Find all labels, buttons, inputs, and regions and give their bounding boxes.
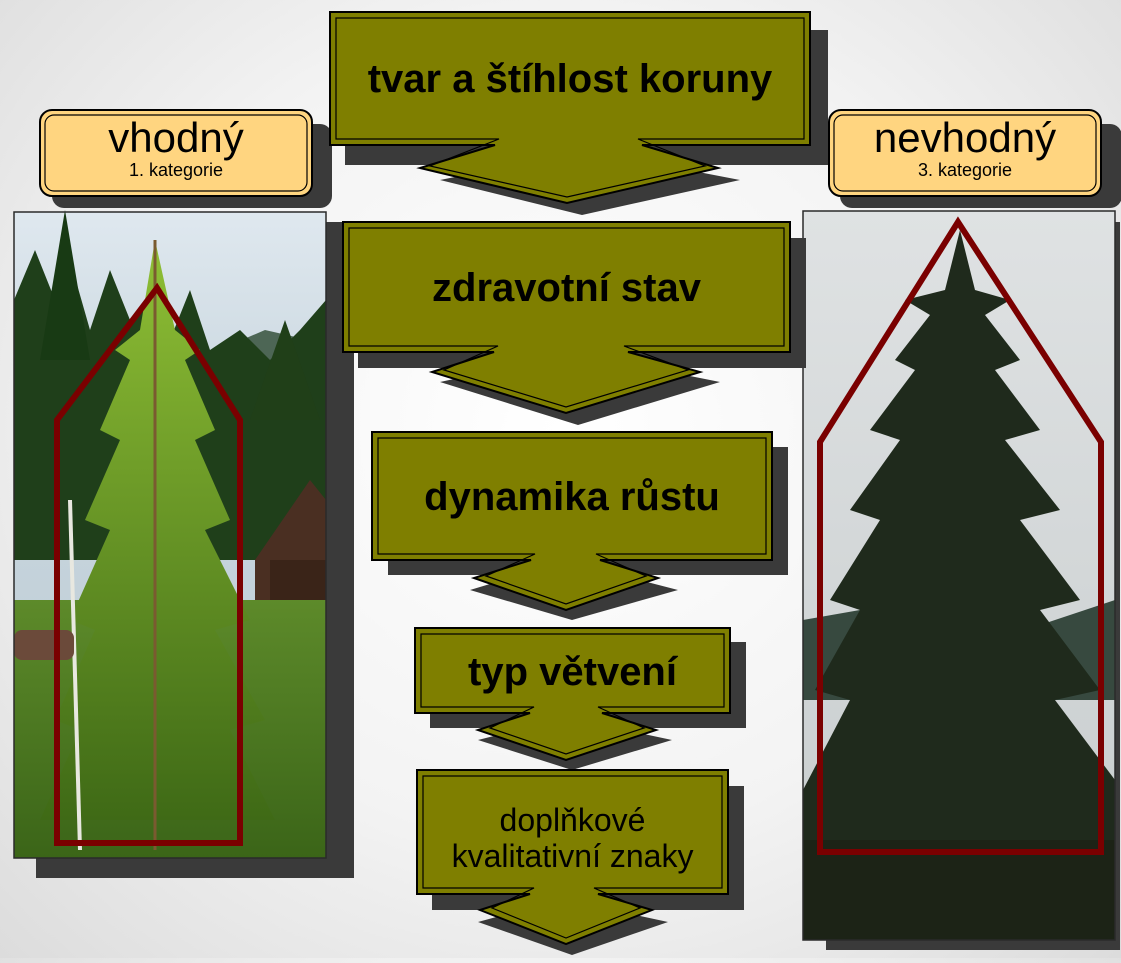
step-2-label: zdravotní stav [432, 265, 701, 310]
step-3-label: dynamika růstu [424, 474, 720, 519]
step-1-label: tvar a štíhlost koruny [367, 56, 773, 101]
left-label-title: vhodný [108, 114, 244, 161]
right-crown-outline [817, 216, 1104, 855]
step-5-shape [416, 769, 744, 955]
left-label: vhodný 1. kategorie [40, 114, 312, 181]
right-label-box [828, 109, 1121, 208]
right-label-subtitle: 3. kategorie [917, 160, 1013, 180]
right-label-title: nevhodný [873, 114, 1057, 161]
left-label-subtitle: 1. kategorie [128, 160, 224, 180]
step-4-shape [414, 627, 746, 770]
step-3-shape [371, 431, 788, 620]
right-photo-group [802, 210, 1120, 950]
left-label-box [39, 109, 332, 208]
right-label: nevhodný 3. kategorie [829, 114, 1101, 181]
step-2-shape [342, 221, 806, 425]
left-photo-group [13, 210, 354, 878]
step-1-shape [329, 11, 828, 215]
left-crown-outline [54, 282, 243, 846]
mature-spruce-tree-photo [803, 211, 1115, 940]
step-5-label: doplňkové kvalitativní znaky [451, 802, 694, 874]
step-4-label: typ větvení [468, 649, 677, 694]
